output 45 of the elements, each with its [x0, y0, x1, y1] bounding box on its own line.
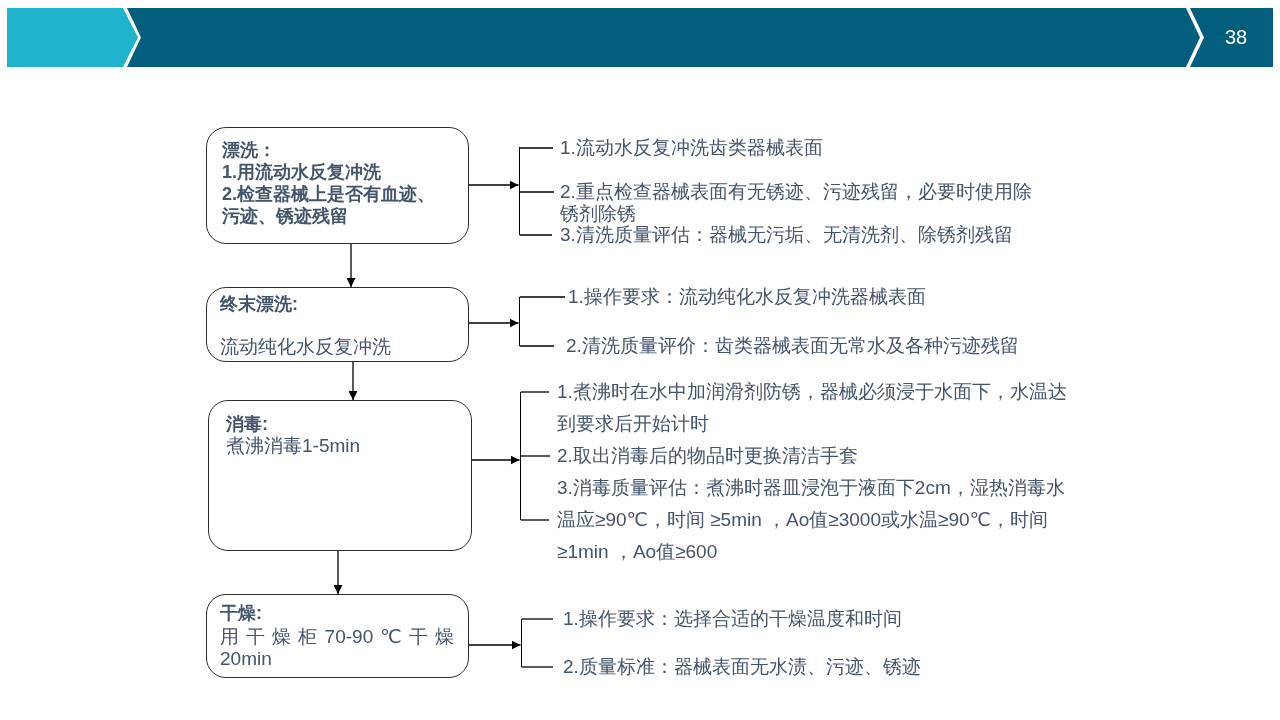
detail-text: 1.操作要求：流动纯化水反复冲洗器械表面	[568, 286, 926, 308]
connector-line	[520, 391, 550, 393]
process-box	[208, 400, 472, 551]
page-number: 38	[1223, 25, 1249, 49]
process-box	[206, 594, 469, 678]
detail-text: 3.消毒质量评估：煮沸时器皿浸泡于液面下2cm，湿热消毒水温应≥90℃，时间 ≥5min ，Ao值≥3000或水温≥90℃，时间≥1min ，Ao值≥600	[557, 472, 1077, 568]
bracket-line	[518, 147, 520, 235]
detail-text: 2.质量标准：器械表面无水渍、污迹、锈迹	[563, 656, 921, 678]
connector-line	[519, 234, 553, 236]
step-text: 煮沸消毒1-5min	[226, 435, 361, 457]
bracket-line	[519, 392, 521, 520]
process-box	[206, 127, 469, 244]
connector-line	[519, 345, 555, 347]
detail-text: 2.重点检查器械表面有无锈迹、污迹残留，必要时使用除锈剂除锈	[560, 181, 1046, 225]
step-text: 流动纯化水反复冲洗	[220, 336, 391, 358]
step-text: 2.检查器械上是否有血迹、污迹、锈迹残留	[222, 183, 436, 227]
connector-line	[520, 455, 551, 457]
arrow	[346, 243, 356, 288]
connector-line	[520, 519, 550, 521]
arrow	[471, 455, 521, 465]
detail-text: 1.操作要求：选择合适的干燥温度和时间	[563, 608, 902, 630]
detail-text: 2.清洗质量评价：齿类器械表面无常水及各种污迹残留	[566, 335, 1019, 357]
step-heading: 消毒:	[226, 413, 268, 435]
connector-line	[519, 296, 566, 298]
step-heading: 干燥:	[220, 602, 262, 624]
connector-line	[521, 666, 554, 668]
step-heading: 漂洗：	[222, 139, 276, 161]
process-box	[206, 287, 469, 362]
arrow	[468, 318, 520, 328]
arrow	[468, 180, 520, 190]
connector-line	[521, 618, 554, 620]
detail-text: 3.清洗质量评估：器械无污垢、无清洗剂、除锈剂残留	[560, 224, 1013, 246]
detail-text: 1.煮沸时在水中加润滑剂防锈，器械必须浸于水面下，水温达到要求后开始计时	[557, 376, 1077, 440]
arrow	[333, 550, 343, 595]
bracket-line	[520, 619, 522, 667]
connector-line	[519, 147, 554, 149]
step-text: 用干燥柜70-90℃干燥20min	[220, 626, 454, 670]
arrow	[348, 361, 358, 401]
arrow	[468, 640, 522, 650]
connector-line	[519, 191, 555, 193]
detail-text: 2.取出消毒后的物品时更换清洁手套	[557, 440, 858, 472]
step-heading: 终末漂洗:	[220, 293, 298, 315]
detail-text: 1.流动水反复冲洗齿类器械表面	[560, 137, 823, 159]
bracket-line	[518, 297, 520, 346]
step-text: 1.用流动水反复冲洗	[222, 161, 381, 183]
